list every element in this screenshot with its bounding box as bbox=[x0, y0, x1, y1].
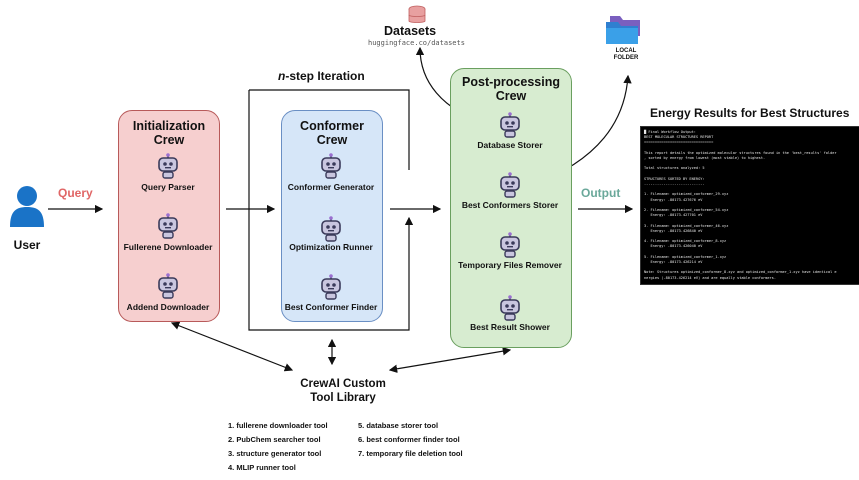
robot-icon bbox=[499, 295, 521, 321]
terminal-line: nergies (-80173.426214 eV) and are equal… bbox=[644, 275, 776, 280]
iteration-loop bbox=[249, 89, 410, 170]
tool-library-title-1: CrewAI Custom bbox=[300, 378, 386, 390]
tool-item: 1. fullerene downloader tool bbox=[228, 421, 328, 430]
agent-best-conformer-finder: Best Conformer Finder bbox=[284, 302, 378, 312]
agent-optimization-runner: Optimization Runner bbox=[289, 242, 373, 252]
terminal-line: Energy: -80173.427701 eV bbox=[644, 213, 703, 218]
iteration-label: n-step Iteration bbox=[278, 69, 365, 83]
iteration-suffix: -step Iteration bbox=[285, 69, 365, 83]
user-node: User bbox=[8, 185, 48, 255]
terminal-line: , sorted by energy from lowest (most sta… bbox=[644, 156, 766, 161]
conformer-crew-title-1: Conformer bbox=[300, 119, 364, 133]
terminal-line: This report details the optimized molecu… bbox=[644, 150, 837, 155]
local-folder-label: LOCAL FOLDER bbox=[612, 48, 640, 62]
postprocessing-crew-title-2: Crew bbox=[495, 89, 527, 103]
tool-item: 5. database storer tool bbox=[358, 421, 439, 430]
terminal-line: ================================ bbox=[644, 140, 714, 145]
query-label: Query bbox=[58, 186, 93, 200]
initialization-crew-title-1: Initialization bbox=[132, 119, 206, 133]
robot-icon bbox=[320, 153, 342, 179]
local-folder-line1: LOCAL bbox=[615, 48, 637, 54]
tool-post-arrow bbox=[388, 347, 512, 373]
postprocessing-crew-title-1: Post-processing bbox=[462, 75, 560, 89]
terminal-line: Energy: -80173.426040 eV bbox=[644, 244, 703, 249]
agent-conformer-generator: Conformer Generator bbox=[287, 182, 375, 192]
terminal-line: Energy: -80173.426214 eV bbox=[644, 260, 703, 265]
robot-icon bbox=[499, 172, 521, 198]
output-label: Output bbox=[581, 186, 621, 200]
tool-item: 7. temporary file deletion tool bbox=[358, 449, 463, 458]
terminal-line: ---------------------------- bbox=[644, 182, 705, 187]
terminal-line: 1. Filename: optimized_conformer_29.xyz bbox=[644, 192, 729, 197]
folder-icon bbox=[604, 14, 644, 51]
database-icon bbox=[408, 5, 426, 30]
tool-library-title-2: Tool Library bbox=[310, 392, 376, 404]
terminal-line: Energy: -80173.427676 eV bbox=[644, 197, 703, 202]
initialization-crew-title-2: Crew bbox=[153, 133, 185, 147]
agent-query-parser: Query Parser bbox=[141, 182, 195, 192]
terminal-line: Note: Structures optimized_conformer_8.x… bbox=[644, 270, 837, 275]
terminal-line: Total structures analyzed: 5 bbox=[644, 166, 705, 171]
iteration-loop-return bbox=[248, 90, 414, 331]
terminal-line: 3. Filename: optimized_conformer_46.xyz bbox=[644, 223, 729, 228]
terminal-line bbox=[641, 281, 859, 284]
agent-best-result-shower: Best Result Shower bbox=[470, 322, 550, 332]
robot-icon bbox=[157, 273, 179, 299]
agent-addend-downloader: Addend Downloader bbox=[126, 302, 210, 312]
tool-init-arrow bbox=[170, 321, 294, 372]
agent-best-conformers-storer: Best Conformers Storer bbox=[461, 200, 559, 210]
robot-icon bbox=[499, 232, 521, 258]
tool-library-title: CrewAI Custom Tool Library bbox=[280, 377, 406, 405]
terminal-line: 2. Filename: optimized_conformer_54.xyz bbox=[644, 208, 729, 213]
iteration-n: n bbox=[278, 69, 286, 83]
datasets-title: Datasets bbox=[384, 24, 437, 38]
user-icon bbox=[10, 186, 44, 227]
energy-results-title: Energy Results for Best Structures bbox=[650, 106, 850, 120]
robot-icon bbox=[157, 213, 179, 239]
local-folder-line2: FOLDER bbox=[613, 55, 639, 61]
tool-item: 2. PubChem searcher tool bbox=[228, 435, 321, 444]
user-label: User bbox=[13, 238, 41, 252]
conformer-crew-title-2: Crew bbox=[316, 133, 348, 147]
agent-fullerene-downloader: Fullerene Downloader bbox=[123, 242, 213, 252]
terminal-line: STRUCTURES SORTED BY ENERGY: bbox=[644, 176, 705, 181]
terminal-line: █ Final Workflow Output: bbox=[644, 130, 696, 134]
robot-icon bbox=[157, 153, 179, 179]
terminal-window: █ Final Workflow Output:BEST MOLECULAR S… bbox=[640, 126, 859, 285]
terminal-line: Energy: -80173.426840 eV bbox=[644, 228, 703, 233]
terminal-line: 5. Filename: optimized_conformer_1.xyz bbox=[644, 254, 727, 259]
terminal-output: █ Final Workflow Output:BEST MOLECULAR S… bbox=[641, 127, 859, 284]
agent-database-storer: Database Storer bbox=[477, 140, 543, 150]
robot-icon bbox=[320, 274, 342, 300]
tool-item: 6. best conformer finder tool bbox=[358, 435, 460, 444]
robot-icon bbox=[320, 216, 342, 242]
tool-item: 3. structure generator tool bbox=[228, 449, 322, 458]
terminal-line: BEST MOLECULAR STRUCTURES REPORT bbox=[644, 135, 714, 140]
robot-icon bbox=[499, 112, 521, 138]
tool-item: 4. MLIP runner tool bbox=[228, 463, 296, 472]
agent-temporary-files-remover: Temporary Files Remover bbox=[458, 260, 562, 270]
datasets-url: huggingface.co/datasets bbox=[368, 39, 465, 47]
terminal-line: 4. Filename: optimized_conformer_8.xyz bbox=[644, 239, 727, 244]
